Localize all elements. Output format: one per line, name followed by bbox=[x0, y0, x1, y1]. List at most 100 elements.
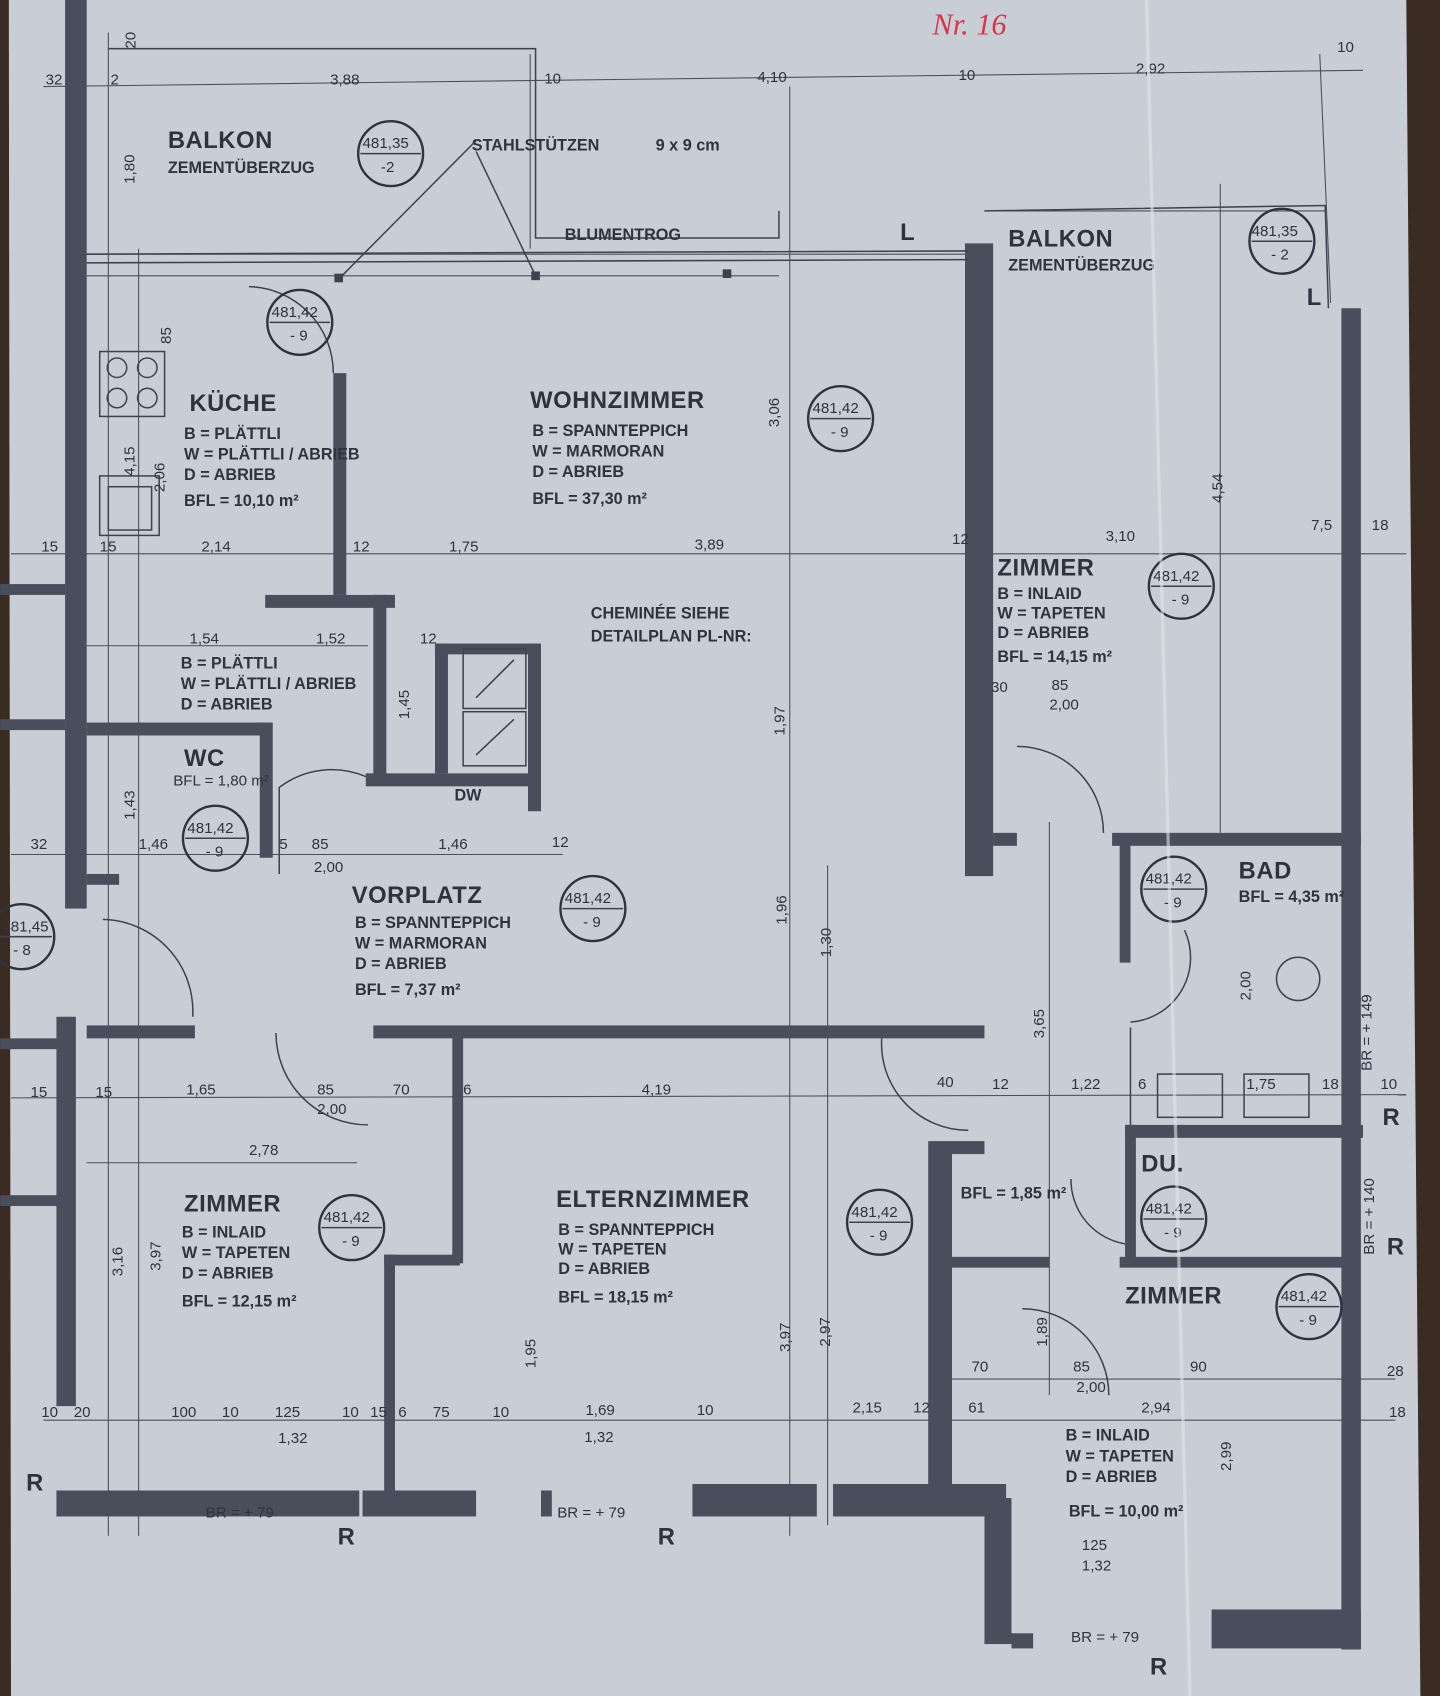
plan-label: D = ABRIEB bbox=[997, 624, 1089, 642]
plan-label: 28 bbox=[1387, 1363, 1404, 1380]
wall-segment bbox=[65, 0, 87, 909]
plan-label: R bbox=[1150, 1653, 1168, 1680]
plan-label: B = PLÄTTLI bbox=[181, 654, 278, 672]
room-balkon-left: BALKON ZEMENTÜBERZUG bbox=[168, 127, 315, 177]
wall-segment bbox=[434, 643, 448, 774]
plan-label: 4,54 bbox=[1209, 474, 1226, 503]
level-circle bbox=[266, 288, 334, 356]
plan-line bbox=[722, 269, 732, 278]
room-zimmer-se: ZIMMER B = INLAID W = TAPETEN D = ABRIEB… bbox=[1066, 1282, 1222, 1520]
plan-label: 15 bbox=[370, 1404, 387, 1421]
plan-label: 2,78 bbox=[249, 1142, 278, 1159]
handwritten-number: Nr. 16 bbox=[932, 8, 1007, 42]
plan-label: - 9 bbox=[342, 1233, 360, 1250]
plan-label: - 9 bbox=[583, 914, 601, 931]
plan-label: 20 bbox=[122, 32, 139, 49]
plan-label: BLUMENTROG bbox=[565, 226, 681, 244]
plan-label: 481,35 bbox=[1252, 223, 1298, 240]
paper-fold bbox=[1145, 0, 1192, 1696]
wall-segment bbox=[86, 722, 266, 736]
plan-label: - 9 bbox=[290, 328, 308, 345]
room-wohnzimmer: WOHNZIMMER B = SPANNTEPPICH W = MARMORAN… bbox=[530, 387, 704, 508]
balcony-outlines bbox=[86, 47, 1330, 1125]
plan-label: 1,46 bbox=[139, 836, 168, 853]
plan-label: 4,15 bbox=[121, 446, 138, 475]
wall-segment bbox=[86, 1025, 195, 1039]
plan-line bbox=[275, 1032, 368, 1126]
plan-label: D = ABRIEB bbox=[558, 1260, 650, 1278]
plan-label: 6 bbox=[398, 1404, 406, 1421]
level-circle bbox=[1140, 855, 1208, 923]
plan-label: WC bbox=[184, 745, 225, 772]
level-circle bbox=[806, 384, 875, 453]
wall-segment bbox=[0, 584, 66, 595]
plan-label: 20 bbox=[74, 1404, 91, 1421]
room-zimmer-sw: ZIMMER B = INLAID W = TAPETEN D = ABRIEB… bbox=[182, 1190, 297, 1310]
wall-segment bbox=[1125, 1124, 1364, 1138]
plan-label: 1,22 bbox=[1071, 1076, 1100, 1093]
plan-label: R bbox=[338, 1524, 356, 1551]
plan-line bbox=[98, 350, 166, 418]
plan-label: 1,80 bbox=[121, 154, 138, 183]
plan-label: 1,65 bbox=[186, 1082, 215, 1099]
wall-segment bbox=[1112, 832, 1361, 846]
plan-label: 3,06 bbox=[766, 398, 783, 427]
dimension-lines bbox=[10, 32, 1407, 1536]
wall-segment bbox=[528, 643, 541, 812]
plan-line bbox=[98, 475, 160, 537]
wall-segment bbox=[833, 1484, 1007, 1517]
plan-label: 2,92 bbox=[1136, 61, 1165, 78]
plan-label: - 9 bbox=[1172, 592, 1190, 609]
plan-label: W = TAPETEN bbox=[558, 1241, 666, 1259]
plan-label: BALKON bbox=[168, 127, 273, 154]
plan-label: BR = + 149 bbox=[1359, 994, 1376, 1071]
wall-segment bbox=[0, 1038, 60, 1050]
plan-label: 18 bbox=[1389, 1404, 1406, 1421]
plan-line bbox=[86, 250, 969, 255]
plan-line bbox=[1319, 54, 1332, 303]
plan-label: 2,14 bbox=[201, 539, 230, 556]
room-kueche: KÜCHE B = PLÄTTLI W = PLÄTTLI / ABRIEB D… bbox=[184, 390, 360, 510]
plan-label: 15 bbox=[95, 1084, 112, 1101]
wall-segment bbox=[452, 1036, 464, 1264]
plan-label: 2,00 bbox=[314, 859, 343, 876]
plan-label: ELTERNZIMMER bbox=[556, 1186, 750, 1213]
plan-notes: STAHLSTÜTZEN 9 x 9 cm BLUMENTROG CHEMINÉ… bbox=[26, 135, 1404, 1680]
plan-line bbox=[106, 387, 128, 409]
plan-line bbox=[108, 47, 780, 239]
plan-label: 125 bbox=[1082, 1537, 1107, 1554]
plan-label: - 9 bbox=[1164, 894, 1182, 911]
plan-label: R bbox=[1383, 1104, 1401, 1131]
plan-label: 1,89 bbox=[1034, 1317, 1051, 1346]
wall-segment bbox=[0, 719, 66, 731]
plan-line bbox=[1016, 745, 1105, 833]
wall-segment bbox=[1011, 1633, 1034, 1649]
plan-label: 481,42 bbox=[272, 304, 318, 321]
plan-label: 481,42 bbox=[1281, 1288, 1327, 1305]
plan-line bbox=[1243, 1073, 1310, 1119]
plan-label: 10 bbox=[41, 1404, 58, 1421]
wall-segment bbox=[362, 1490, 477, 1517]
level-marker: 481,42- 9 bbox=[181, 804, 250, 872]
plan-line bbox=[248, 285, 335, 374]
plan-label: 18 bbox=[1372, 517, 1389, 534]
plan-label: 15 bbox=[100, 539, 117, 556]
plan-label: BR = + 79 bbox=[1071, 1629, 1139, 1646]
level-circle bbox=[0, 903, 56, 971]
level-circle bbox=[318, 1194, 386, 1262]
plan-label: 1,30 bbox=[818, 928, 835, 957]
level-markers: 481,35-2 481,35- 2 481,42- 9 481,42- 9 4… bbox=[0, 119, 1343, 1341]
plan-label: 85 bbox=[317, 1082, 334, 1099]
door-swings bbox=[102, 285, 1192, 1396]
wall-segment bbox=[928, 1141, 953, 1499]
level-marker: 481,35- 2 bbox=[1248, 207, 1316, 275]
wall-segment bbox=[0, 1195, 60, 1207]
plan-label: BFL = 37,30 m² bbox=[532, 490, 647, 508]
plan-label: DW bbox=[454, 786, 482, 804]
plan-line bbox=[984, 204, 1330, 309]
wall-segment bbox=[1341, 308, 1361, 1650]
plan-label: 481,42 bbox=[187, 820, 233, 837]
plan-label: -2 bbox=[381, 159, 394, 176]
plan-label: 1,32 bbox=[278, 1430, 307, 1447]
level-circle bbox=[559, 874, 627, 943]
